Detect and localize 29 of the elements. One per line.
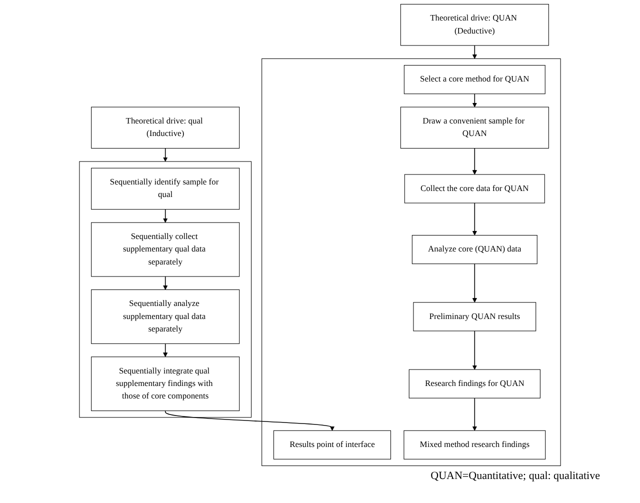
cluster <box>79 161 252 418</box>
arrow <box>472 263 477 303</box>
arrow <box>163 208 168 223</box>
arrow <box>472 330 477 370</box>
node-box: Collect the core data for QUAN <box>404 174 545 204</box>
arrow <box>472 398 477 431</box>
arrow <box>472 93 477 108</box>
node-box: Analyze core (QUAN) data <box>412 235 538 264</box>
cluster <box>262 58 561 466</box>
abbreviation-note: QUAN=Quantitative; qual: qualitative <box>430 470 600 482</box>
node-box: Results point of interface <box>273 430 391 460</box>
arrow <box>472 45 477 59</box>
node-box: Mixed method research findings <box>404 430 546 460</box>
node-box: Sequentially integrate qual supplementary findings with those of core components <box>91 356 240 412</box>
arrow <box>472 148 477 175</box>
arrow <box>163 148 168 162</box>
arrow <box>164 410 335 431</box>
arrow <box>472 202 477 236</box>
node-box: Sequentially identify sample for qual <box>91 168 240 210</box>
node-box: Sequentially analyze supplementary qual data separately <box>91 289 240 344</box>
arrow <box>163 343 168 358</box>
node-box: Research findings for QUAN <box>408 369 540 398</box>
node-box: Select a core method for QUAN <box>404 65 546 94</box>
node-box: Theoretical drive: qual (Inductive) <box>91 106 240 149</box>
node-box: Preliminary QUAN results <box>413 302 536 332</box>
node-box: Draw a convenient sample for QUAN <box>400 106 549 149</box>
arrow <box>163 276 168 290</box>
node-box: Sequentially collect supplementary qual data separately <box>91 222 240 277</box>
node-box: Theoretical drive: QUAN (Deductive) <box>400 4 549 46</box>
